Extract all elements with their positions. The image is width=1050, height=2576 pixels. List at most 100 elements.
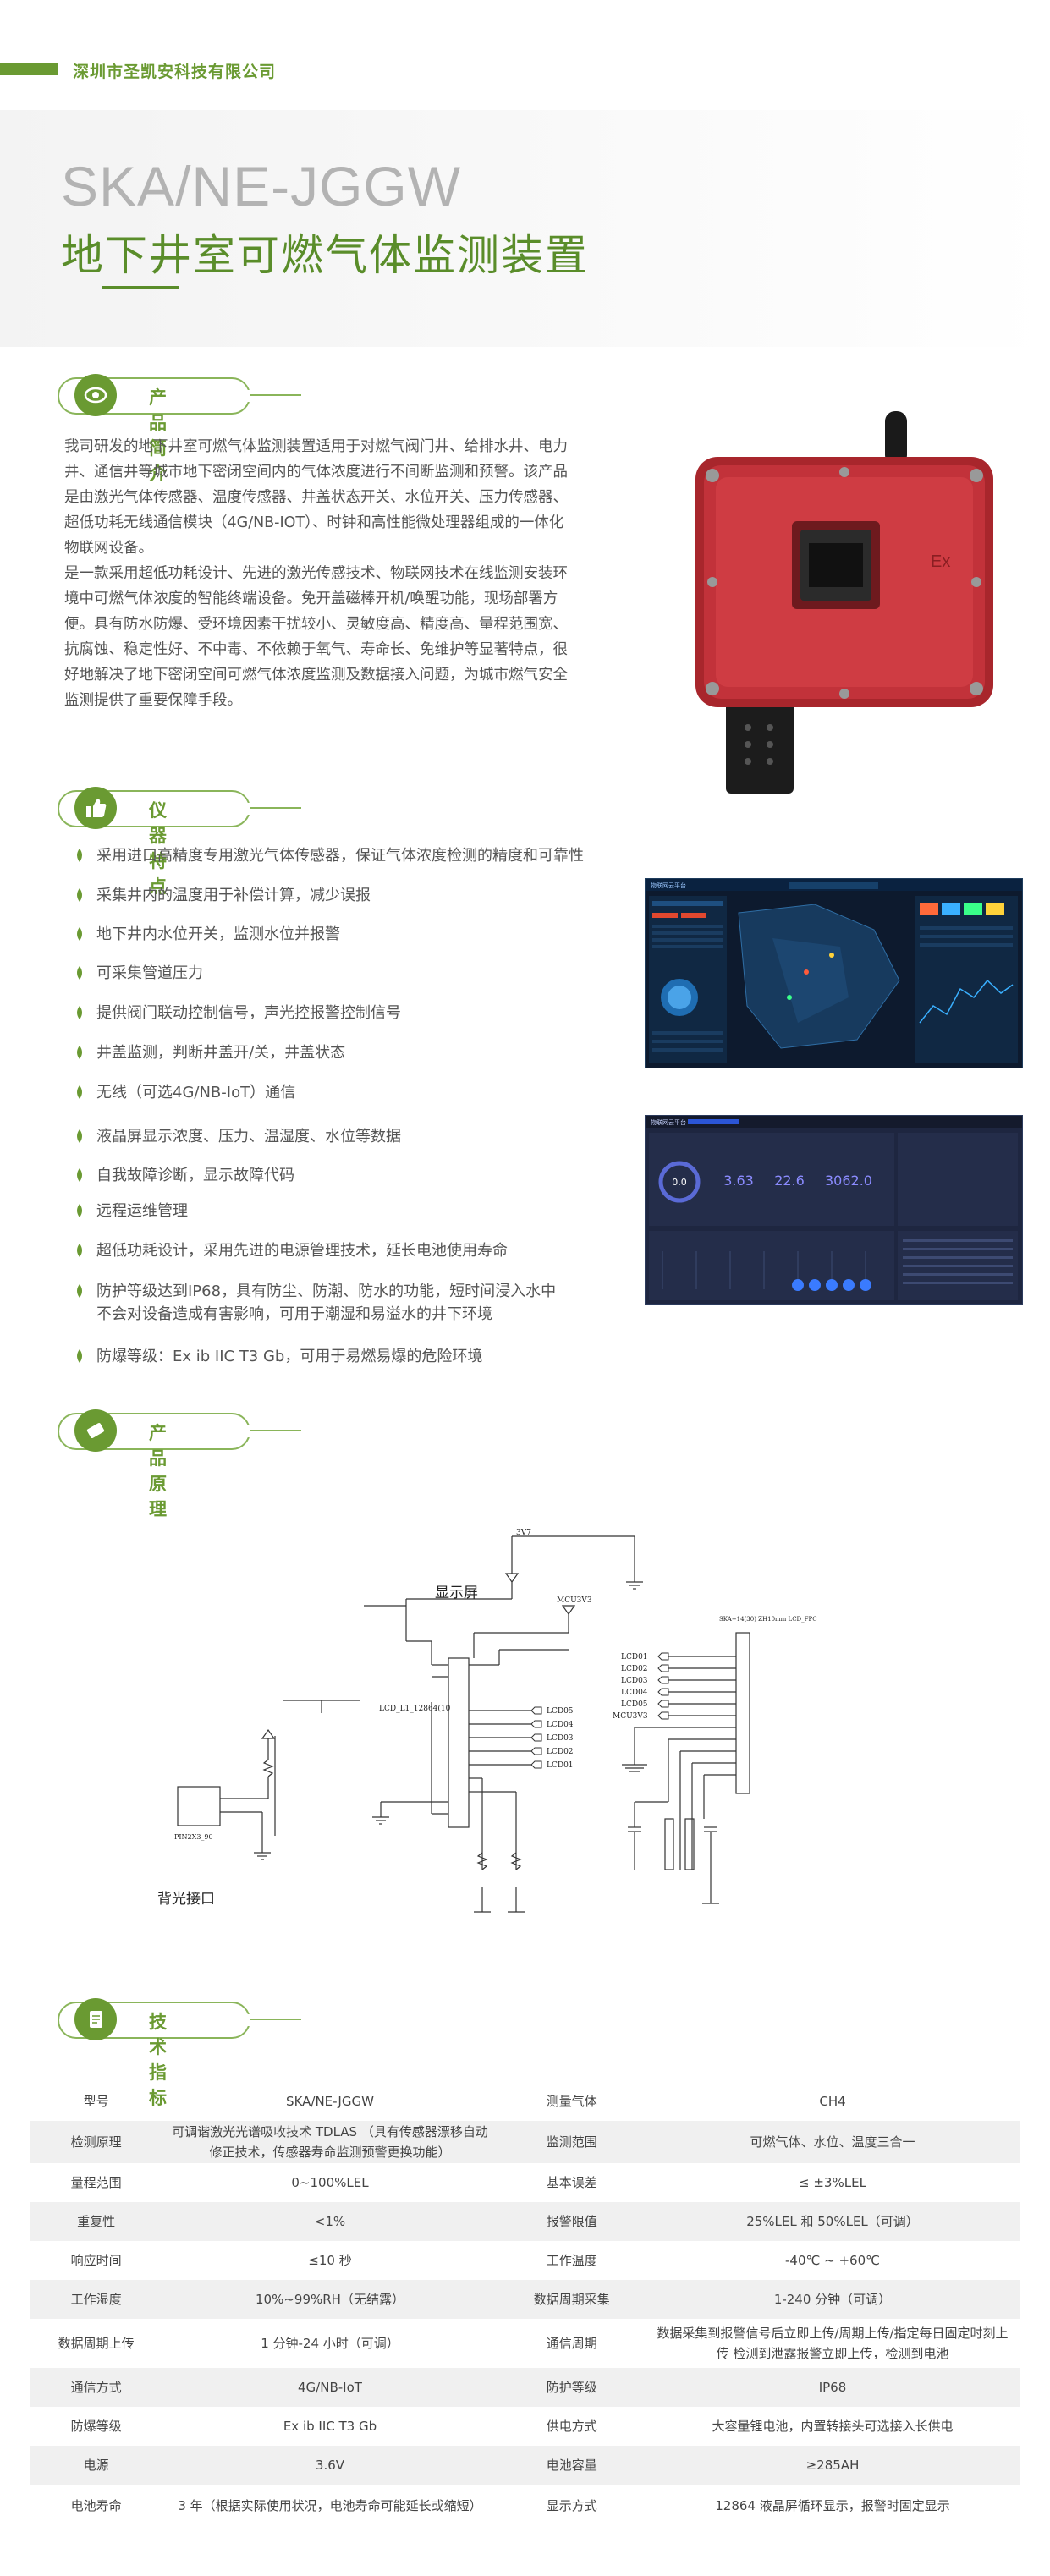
spec-value: 1 分钟-24 小时（可调）	[261, 2336, 399, 2351]
spec-value: 3 年（根据实际使用状况，电池寿命可能延长或缩短）	[178, 2498, 482, 2513]
device-photo: Ex	[692, 398, 997, 795]
signal-tag: MCU3V3	[613, 1712, 648, 1721]
spec-value: 10%~99%RH（无结露）	[162, 2280, 498, 2319]
spec-value: -40℃ ~ +60℃	[785, 2253, 880, 2268]
pin-part-label: PIN2X3_90	[174, 1833, 213, 1841]
signal-tag: LCD01	[547, 1761, 574, 1770]
feature-text: 防护等级达到IP68，具有防尘、防潮、防水的功能，短时间浸入水中不会对设备造成有…	[96, 1283, 557, 1323]
signal-tag: LCD04	[621, 1689, 648, 1697]
feature-text: 采用进口高精度专用激光气体传感器，保证气体浓度检测的精度和可靠性	[96, 847, 584, 865]
leaf-bullet-icon	[77, 849, 82, 862]
signal-tag: LCD04	[547, 1721, 574, 1729]
gauge-value: 0.0	[672, 1177, 687, 1188]
intro-paragraph: 是一款采用超低功耗设计、先进的激光传感技术、物联网技术在线监测安装环境中可燃气体…	[64, 565, 568, 709]
spec-row: 型号 SKA/NE-JGGW 测量气体 CH4	[30, 2082, 1020, 2121]
hero-banner	[0, 110, 1050, 347]
spec-value: 0~100%LEL	[291, 2175, 369, 2190]
spec-key: 监测范围	[498, 2121, 646, 2163]
spec-value: ≥285AH	[645, 2446, 1020, 2485]
spec-value: ≤10 秒	[308, 2253, 352, 2268]
feature-item: 远程运维管理	[74, 1200, 188, 1222]
spec-key: 重复性	[30, 2202, 162, 2241]
signal-tag: LCD03	[621, 1677, 648, 1685]
display-label: 显示屏	[435, 1585, 478, 1601]
spec-value: 数据采集到报警信号后立即上传/周期上传/指定每日固定时刻上传 检测到泄露报警立即…	[657, 2326, 1009, 2361]
lcd-part-label: LCD_L1_12864(10	[379, 1704, 451, 1713]
spec-value: 4G/NB-IoT	[162, 2368, 498, 2407]
spec-key: 量程范围	[70, 2175, 122, 2190]
signal-tag: LCD05	[547, 1707, 574, 1716]
feature-item: 无线（可选4G/NB-IoT）通信	[74, 1081, 295, 1104]
dashboard-title: 物联网云平台	[651, 882, 686, 889]
feature-text: 远程运维管理	[96, 1202, 188, 1220]
spec-key: 数据周期上传	[58, 2336, 135, 2351]
reading-value: 3.63	[723, 1173, 754, 1189]
signal-tag: LCD02	[547, 1748, 574, 1756]
leaf-bullet-icon	[77, 1129, 82, 1143]
fpc-part-label: SKA+14(30) ZH10mm LCD_FPC	[719, 1616, 817, 1623]
reading-value: 3062.0	[825, 1173, 872, 1189]
section-title: 仪器特点	[149, 800, 168, 897]
feature-text: 采集井内的温度用于补偿计算，减少误报	[96, 887, 371, 904]
feature-text: 无线（可选4G/NB-IoT）通信	[96, 1084, 296, 1101]
spec-value: Ex ib IIC T3 Gb	[283, 2419, 377, 2434]
eye-icon	[74, 374, 117, 416]
spec-key: 工作湿度	[30, 2280, 162, 2319]
feature-item: 防爆等级：Ex ib IIC T3 Gb，可用于易燃易爆的危险环境	[74, 1345, 482, 1368]
spec-value: <1%	[162, 2202, 498, 2241]
product-title: 地下井室可燃气体监测装置	[61, 231, 589, 280]
spec-key: 工作温度	[546, 2253, 597, 2268]
spec-value: CH4	[819, 2094, 846, 2109]
signal-tag: LCD05	[621, 1700, 648, 1709]
spec-key: 显示方式	[546, 2498, 597, 2513]
signal-tag: LCD03	[547, 1734, 574, 1743]
spec-value: ≤ ±3%LEL	[799, 2175, 866, 2190]
spec-row: 检测原理可调谐激光光谱吸收技术 TDLAS （具有传感器漂移自动修正技术，传感器…	[30, 2121, 1020, 2163]
power-label: 3V7	[516, 1529, 531, 1537]
spec-value: IP68	[645, 2368, 1020, 2407]
spec-value: 大容量锂电池，内置转接头可选接入长供电	[712, 2419, 954, 2434]
circuit-schematic: LCD05 LCD04 LCD03 LCD02 LCD01 LCD01 LCD0…	[127, 1514, 817, 1920]
leaf-bullet-icon	[77, 1349, 82, 1363]
leaf-bullet-icon	[77, 1046, 82, 1059]
title-underline	[102, 286, 179, 289]
ex-mark: Ex	[931, 552, 950, 571]
spec-key: 报警限值	[498, 2202, 646, 2241]
spec-row: 响应时间≤10 秒工作温度-40℃ ~ +60℃	[30, 2241, 1020, 2280]
feature-text: 防爆等级：Ex ib IIC T3 Gb，可用于易燃易爆的危险环境	[96, 1348, 483, 1365]
spec-key: 测量气体	[546, 2094, 597, 2109]
spec-value: 可调谐激光光谱吸收技术 TDLAS （具有传感器漂移自动修正技术，传感器寿命监测…	[162, 2121, 498, 2163]
feature-item: 可采集管道压力	[74, 962, 203, 985]
leaf-bullet-icon	[77, 1006, 82, 1019]
spec-value: 3.6V	[162, 2446, 498, 2485]
spec-value: 可燃气体、水位、温度三合一	[645, 2121, 1020, 2163]
leaf-bullet-icon	[77, 1085, 82, 1099]
feature-item: 自我故障诊断，显示故障代码	[74, 1164, 294, 1187]
feature-item: 采集井内的温度用于补偿计算，减少误报	[74, 884, 371, 907]
company-accent-bar	[0, 63, 58, 75]
spec-table: 型号 SKA/NE-JGGW 测量气体 CH4 检测原理可调谐激光光谱吸收技术 TDLA…	[30, 2082, 1020, 2527]
feature-text: 地下井内水位开关，监测水位并报警	[96, 925, 340, 943]
feature-text: 提供阀门联动控制信号，声光控报警控制信号	[96, 1004, 401, 1022]
spec-key: 检测原理	[30, 2121, 162, 2163]
dashboard-data-screenshot: 物联网云平台 0.0 3.63 22.6 3062.0	[645, 1115, 1023, 1305]
feature-text: 超低功耗设计，采用先进的电源管理技术，延长电池使用寿命	[96, 1242, 508, 1260]
document-icon	[74, 1998, 117, 2040]
feature-text: 自我故障诊断，显示故障代码	[96, 1167, 294, 1184]
spec-key: 防护等级	[498, 2368, 646, 2407]
leaf-bullet-icon	[77, 1244, 82, 1257]
spec-key: 型号	[83, 2094, 109, 2109]
spec-key: 防爆等级	[70, 2419, 122, 2434]
leaf-bullet-icon	[77, 1204, 82, 1217]
leaf-bullet-icon	[77, 1284, 82, 1298]
feature-text: 井盖监测，判断井盖开/关，井盖状态	[96, 1044, 346, 1062]
feature-text: 可采集管道压力	[96, 964, 203, 982]
spec-value: 12864 液晶屏循环显示，报警时固定显示	[715, 2498, 950, 2513]
chip-icon	[74, 1409, 117, 1452]
spec-value: SKA/NE-JGGW	[286, 2094, 374, 2109]
spec-key: 供电方式	[546, 2419, 597, 2434]
